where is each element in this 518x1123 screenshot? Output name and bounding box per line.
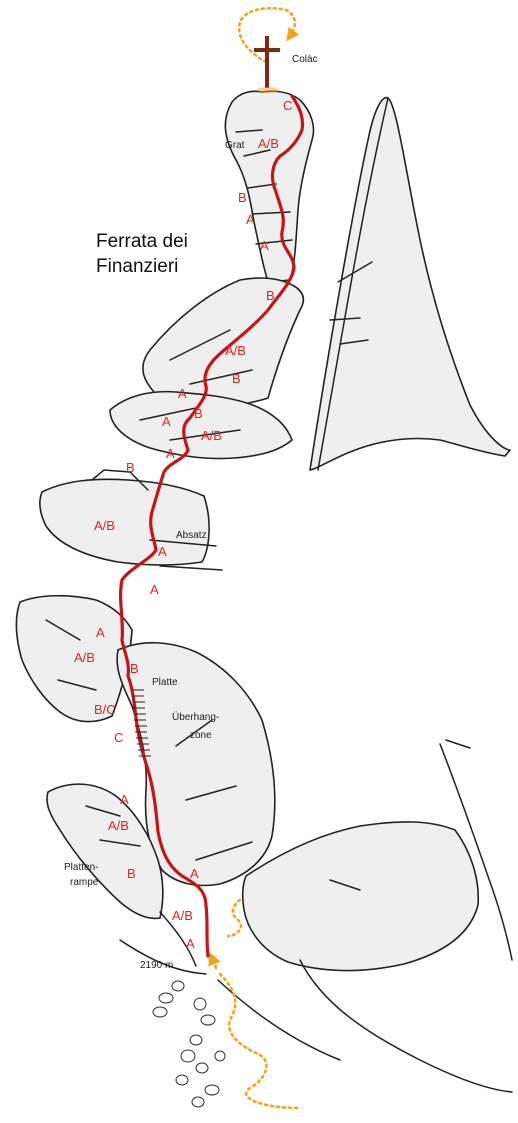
start-path xyxy=(228,900,241,936)
label-overhang-2: zone xyxy=(190,730,212,741)
grade-label: B xyxy=(194,406,203,421)
grade-label: A xyxy=(178,386,187,401)
grade-label: B/C xyxy=(94,702,116,717)
grade-label: A/B xyxy=(172,908,193,923)
label-slab-ramp-1: Platten- xyxy=(64,862,98,873)
grade-label: A/B xyxy=(94,518,115,533)
label-start-altitude: 2190 m xyxy=(140,960,173,971)
grade-label: A/B xyxy=(74,650,95,665)
grade-label: B xyxy=(238,190,247,205)
grade-label: B xyxy=(130,661,139,676)
grade-label: C xyxy=(283,98,292,113)
grade-label: A xyxy=(96,625,105,640)
grade-label: A xyxy=(120,792,129,807)
grade-label: A/B xyxy=(201,428,222,443)
grade-label: A xyxy=(246,212,255,227)
grade-label: A xyxy=(260,238,269,253)
scree-boulders xyxy=(153,981,225,1107)
route-title-line-1: Ferrata dei xyxy=(96,231,188,252)
grade-label: A xyxy=(150,582,159,597)
grade-label: A/B xyxy=(108,818,129,833)
grade-label: A xyxy=(162,414,171,429)
route-title-line-2: Finanzieri xyxy=(96,256,178,277)
label-overhang-1: Überhang- xyxy=(172,711,219,723)
summit-cross-icon xyxy=(254,36,280,93)
grade-label: B xyxy=(266,288,275,303)
grade-label: B xyxy=(232,371,241,386)
grade-label: A xyxy=(186,936,195,951)
grade-label: B xyxy=(126,460,135,475)
label-summit: Colàc xyxy=(292,54,318,65)
approach-arrow xyxy=(212,958,216,968)
grade-label: A xyxy=(190,866,199,881)
grade-label: A/B xyxy=(225,343,246,358)
label-ledge: Absatz xyxy=(176,530,207,541)
grade-label: A xyxy=(158,544,167,559)
grade-label: A xyxy=(166,446,175,461)
grade-label: C xyxy=(114,730,123,745)
approach-path xyxy=(220,974,300,1108)
label-slab-ramp-2: rampe xyxy=(70,877,99,888)
label-slab: Platte xyxy=(152,677,178,688)
grade-label: A/B xyxy=(258,136,279,151)
label-ridge: Grat xyxy=(225,140,245,151)
grade-label: B xyxy=(127,866,136,881)
